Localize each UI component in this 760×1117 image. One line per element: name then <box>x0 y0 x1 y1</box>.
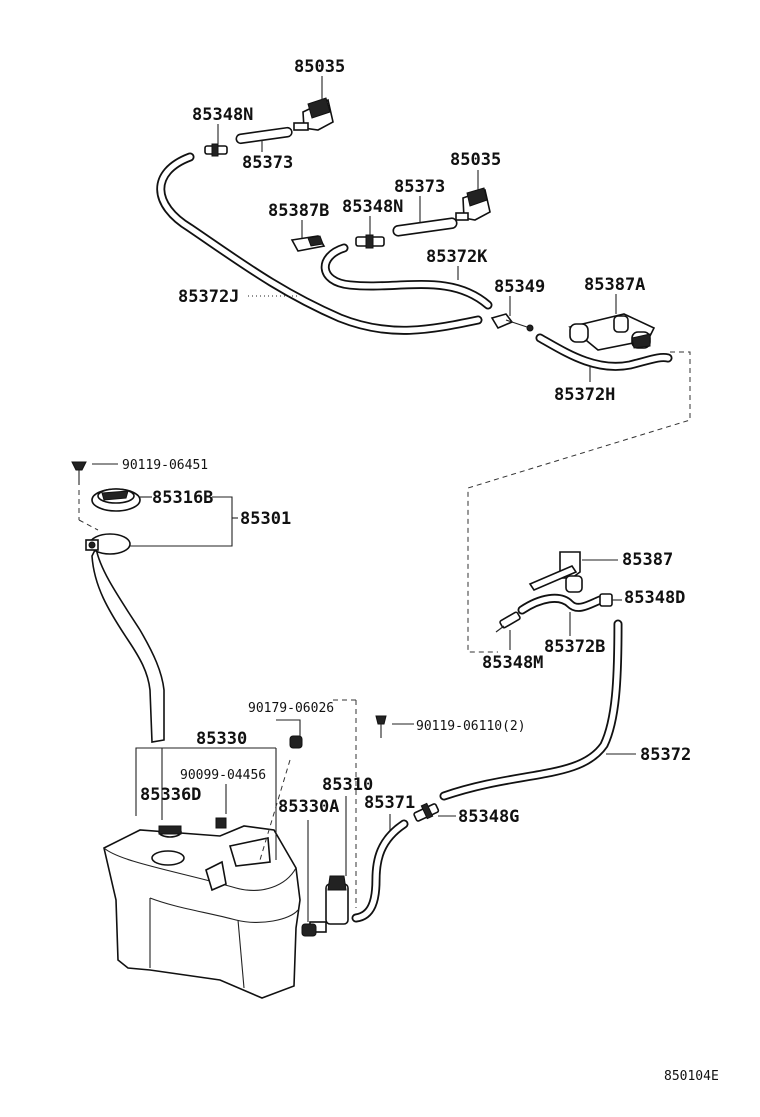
label-85316B: 85316B <box>152 488 213 508</box>
nozzle-85035-upper <box>293 97 334 131</box>
hose-85372B <box>517 593 605 615</box>
label-85348M: 85348M <box>482 653 543 673</box>
label-85330A: 85330A <box>278 797 339 817</box>
hose-85371 <box>351 819 409 923</box>
label-85373-lower: 85373 <box>394 177 445 197</box>
leader-85301 <box>130 496 233 547</box>
label-85372H: 85372H <box>554 385 615 405</box>
inlet-85301 <box>85 533 165 743</box>
label-85371: 85371 <box>364 793 415 813</box>
bolt-90179-06026 <box>289 735 303 749</box>
label-85372J: 85372J <box>178 287 239 307</box>
hose-85372K <box>320 243 493 310</box>
joint-85348N-lower <box>355 234 385 249</box>
leader-85330-left <box>135 747 276 816</box>
label-85035-lower: 85035 <box>450 150 501 170</box>
grommet-85330A <box>301 923 317 937</box>
label-85348D: 85348D <box>624 588 685 608</box>
bolt-90099-04456 <box>215 817 227 829</box>
bolt-90119-06110 <box>375 715 387 738</box>
label-90119-06110: 90119-06110(2) <box>416 719 526 734</box>
label-85373-upper: 85373 <box>242 153 293 173</box>
joint-85348N-upper <box>204 143 228 157</box>
label-90099-04456: 90099-04456 <box>180 768 266 783</box>
nozzle-85035-lower <box>455 187 491 221</box>
label-85035-upper: 85035 <box>294 57 345 77</box>
joint-85348M <box>495 611 521 633</box>
label-85387A: 85387A <box>584 275 645 295</box>
tank-85330 <box>103 825 301 999</box>
grommet-85336D <box>158 825 182 838</box>
hose-85372 <box>439 619 623 801</box>
connector-85349 <box>490 313 534 332</box>
clip-85387B <box>290 235 326 252</box>
bracket-85387A <box>568 313 656 351</box>
cap-85316B <box>91 488 141 512</box>
leader-90179-06026 <box>276 719 301 736</box>
label-90119-06451: 90119-06451 <box>122 458 208 473</box>
label-85387B: 85387B <box>268 201 329 221</box>
label-85349: 85349 <box>494 277 545 297</box>
label-90179-06026: 90179-06026 <box>248 701 334 716</box>
joint-85348D <box>599 593 622 607</box>
pump-85310 <box>309 875 349 933</box>
joint-85348G <box>413 802 440 822</box>
label-85336D: 85336D <box>140 785 201 805</box>
label-85330: 85330 <box>196 729 247 749</box>
bracket-85387 <box>528 551 583 593</box>
hose-85372J <box>156 152 483 335</box>
label-85372: 85372 <box>640 745 691 765</box>
label-85310: 85310 <box>322 775 373 795</box>
tube-85373-upper <box>235 126 293 145</box>
bolt-90119-06451 <box>71 461 87 485</box>
label-85372K: 85372K <box>426 247 488 267</box>
hose-85372H <box>535 333 673 371</box>
label-85348G: 85348G <box>458 807 519 827</box>
label-85348N-upper: 85348N <box>192 105 253 125</box>
label-85387: 85387 <box>622 550 673 570</box>
tube-85373-lower <box>392 217 458 237</box>
label-85348N-lower: 85348N <box>342 197 403 217</box>
label-85372B: 85372B <box>544 637 605 657</box>
dash-link-85372H <box>467 351 691 653</box>
diagram-code: 850104E <box>664 1069 719 1084</box>
dash-bolt-2 <box>78 519 99 531</box>
label-85301: 85301 <box>240 509 291 529</box>
